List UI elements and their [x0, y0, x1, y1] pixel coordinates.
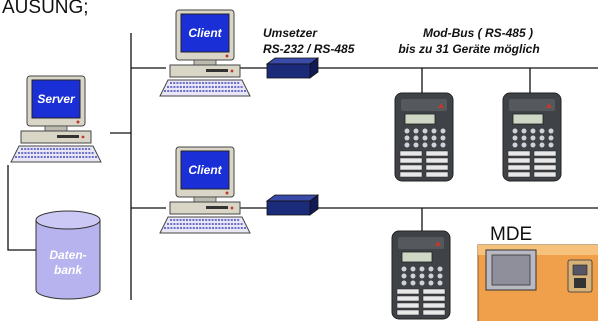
database-label-line1: Daten- — [49, 248, 86, 262]
client-computer-1: Client — [159, 9, 251, 97]
client-2-label: Client — [188, 163, 222, 177]
server-computer: Server — [10, 75, 102, 163]
server-label: Server — [37, 92, 76, 106]
mde-label: MDE — [490, 224, 532, 245]
database-label-line2: bank — [54, 263, 83, 277]
converter-2 — [265, 194, 320, 216]
terminal-device-1 — [394, 92, 454, 182]
terminal-device-2 — [502, 92, 562, 182]
cabling — [7, 33, 598, 300]
converter-1 — [265, 57, 320, 79]
bus-label-line2: bis zu 31 Geräte möglich — [398, 42, 539, 56]
bus-label-line1: Mod-Bus ( RS-485 ) — [423, 26, 533, 40]
converter-label-line2: RS-232 / RS-485 — [263, 42, 355, 56]
page-heading: AUSUNG; — [2, 0, 89, 18]
converter-label-line1: Umsetzer — [263, 26, 318, 40]
terminal-device-3 — [391, 230, 451, 320]
database-cylinder: Daten- bank — [35, 210, 101, 300]
client-computer-2: Client — [159, 146, 251, 234]
mde-device — [477, 244, 598, 321]
client-1-label: Client — [188, 26, 222, 40]
